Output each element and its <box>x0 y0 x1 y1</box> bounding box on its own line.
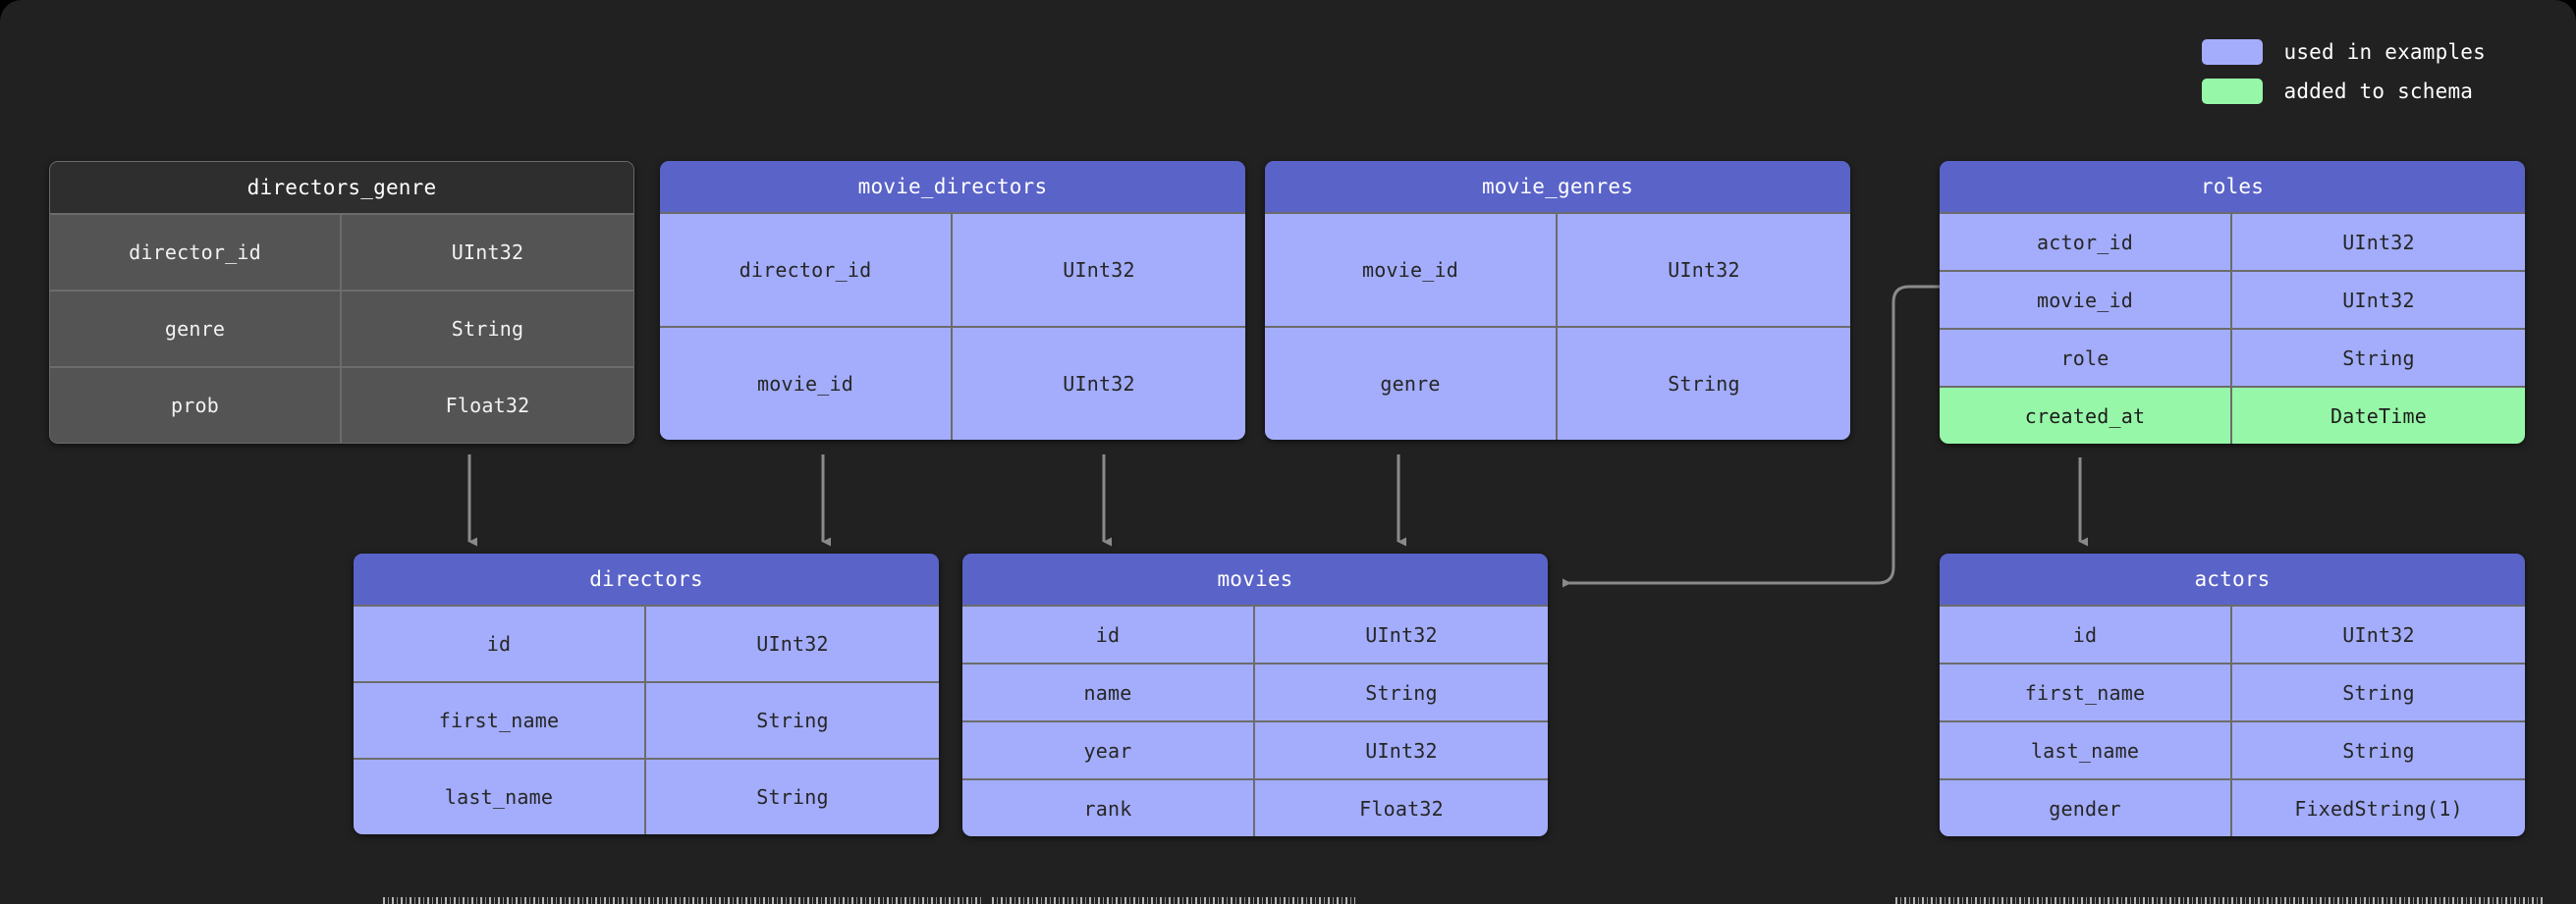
legend-item-used-in-examples: used in examples <box>2201 39 2487 65</box>
table-row-added[interactable]: created_at DateTime <box>1940 386 2525 444</box>
column-type: String <box>451 317 524 341</box>
column-name: actor_id <box>1940 214 2232 270</box>
column-type: UInt32 <box>1063 258 1135 282</box>
column-type: UInt32 <box>756 632 829 656</box>
column-name: rank <box>962 780 1255 836</box>
table-title-movie_directors: movie_directors <box>660 161 1245 212</box>
legend-label-used-in-examples: used in examples <box>2283 40 2486 64</box>
column-type: String <box>2342 346 2415 370</box>
table-title-movies: movies <box>962 554 1548 605</box>
table-row[interactable]: director_id UInt32 <box>660 212 1245 326</box>
legend-swatch-used-in-examples <box>2201 39 2263 65</box>
table-row[interactable]: prob Float32 <box>50 366 633 443</box>
column-name: first_name <box>354 683 646 758</box>
column-type: String <box>1365 680 1438 705</box>
column-type: UInt32 <box>1365 622 1438 647</box>
table-row[interactable]: last_name String <box>354 758 939 834</box>
table-row[interactable]: movie_id UInt32 <box>1265 212 1850 326</box>
column-type: Float32 <box>1359 796 1444 821</box>
table-row[interactable]: movie_id UInt32 <box>1940 270 2525 328</box>
column-name: last_name <box>354 760 646 834</box>
column-name: last_name <box>1940 722 2232 778</box>
table-movie_genres[interactable]: movie_genres movie_id UInt32 genre Strin… <box>1265 161 1850 440</box>
legend-label-added-to-schema: added to schema <box>2283 80 2474 103</box>
table-row[interactable]: role String <box>1940 328 2525 386</box>
table-actors[interactable]: actors id UInt32 first_name String last_… <box>1940 554 2525 836</box>
column-name: id <box>354 607 646 681</box>
table-row[interactable]: id UInt32 <box>962 605 1548 663</box>
column-name: created_at <box>1940 388 2232 444</box>
column-type: UInt32 <box>1365 738 1438 763</box>
table-directors_genre[interactable]: directors_genre director_id UInt32 genre… <box>49 161 634 444</box>
column-name: genre <box>1265 328 1558 440</box>
table-row[interactable]: genre String <box>50 290 633 366</box>
table-row[interactable]: id UInt32 <box>1940 605 2525 663</box>
legend-item-added-to-schema: added to schema <box>2201 79 2487 104</box>
column-name: movie_id <box>1265 214 1558 326</box>
column-type: UInt32 <box>2342 230 2415 254</box>
column-name: movie_id <box>1940 272 2232 328</box>
clipped-text-fragment <box>1895 897 2544 904</box>
table-movies[interactable]: movies id UInt32 name String year UInt32… <box>962 554 1548 836</box>
table-row[interactable]: first_name String <box>1940 663 2525 720</box>
table-row[interactable]: movie_id UInt32 <box>660 326 1245 440</box>
table-row[interactable]: genre String <box>1265 326 1850 440</box>
column-type: Float32 <box>445 394 530 417</box>
table-title-actors: actors <box>1940 554 2525 605</box>
column-type: String <box>756 785 829 809</box>
legend-swatch-added-to-schema <box>2201 79 2263 104</box>
column-type: DateTime <box>2330 403 2427 428</box>
table-row[interactable]: last_name String <box>1940 720 2525 778</box>
table-title-directors_genre: directors_genre <box>50 162 633 213</box>
column-type: FixedString(1) <box>2294 796 2463 821</box>
table-row[interactable]: actor_id UInt32 <box>1940 212 2525 270</box>
table-row[interactable]: id UInt32 <box>354 605 939 681</box>
column-name: first_name <box>1940 665 2232 720</box>
table-row[interactable]: director_id UInt32 <box>50 213 633 290</box>
clipped-text-fragment <box>383 897 982 904</box>
table-row[interactable]: name String <box>962 663 1548 720</box>
table-row[interactable]: first_name String <box>354 681 939 758</box>
column-name: gender <box>1940 780 2232 836</box>
clipped-content-sliver <box>0 897 2576 904</box>
column-name: year <box>962 722 1255 778</box>
column-name: director_id <box>660 214 953 326</box>
column-type: UInt32 <box>1063 372 1135 396</box>
column-type: String <box>1668 372 1740 396</box>
table-movie_directors[interactable]: movie_directors director_id UInt32 movie… <box>660 161 1245 440</box>
column-name: id <box>962 607 1255 663</box>
table-title-directors: directors <box>354 554 939 605</box>
column-name: id <box>1940 607 2232 663</box>
column-type: String <box>2342 680 2415 705</box>
column-name: movie_id <box>660 328 953 440</box>
table-row[interactable]: year UInt32 <box>962 720 1548 778</box>
table-title-movie_genres: movie_genres <box>1265 161 1850 212</box>
column-type: UInt32 <box>2342 288 2415 312</box>
column-name: director_id <box>50 215 342 290</box>
clipped-text-fragment <box>992 897 1355 904</box>
legend: used in examples added to schema <box>2201 39 2487 104</box>
table-title-roles: roles <box>1940 161 2525 212</box>
column-type: UInt32 <box>451 240 524 264</box>
column-name: genre <box>50 292 342 366</box>
column-name: prob <box>50 368 342 443</box>
column-type: String <box>2342 738 2415 763</box>
column-type: UInt32 <box>1668 258 1740 282</box>
column-type: String <box>756 709 829 732</box>
column-type: UInt32 <box>2342 622 2415 647</box>
column-name: role <box>1940 330 2232 386</box>
column-name: name <box>962 665 1255 720</box>
table-roles[interactable]: roles actor_id UInt32 movie_id UInt32 ro… <box>1940 161 2525 444</box>
table-row[interactable]: gender FixedString(1) <box>1940 778 2525 836</box>
table-directors[interactable]: directors id UInt32 first_name String la… <box>354 554 939 834</box>
table-row[interactable]: rank Float32 <box>962 778 1548 836</box>
